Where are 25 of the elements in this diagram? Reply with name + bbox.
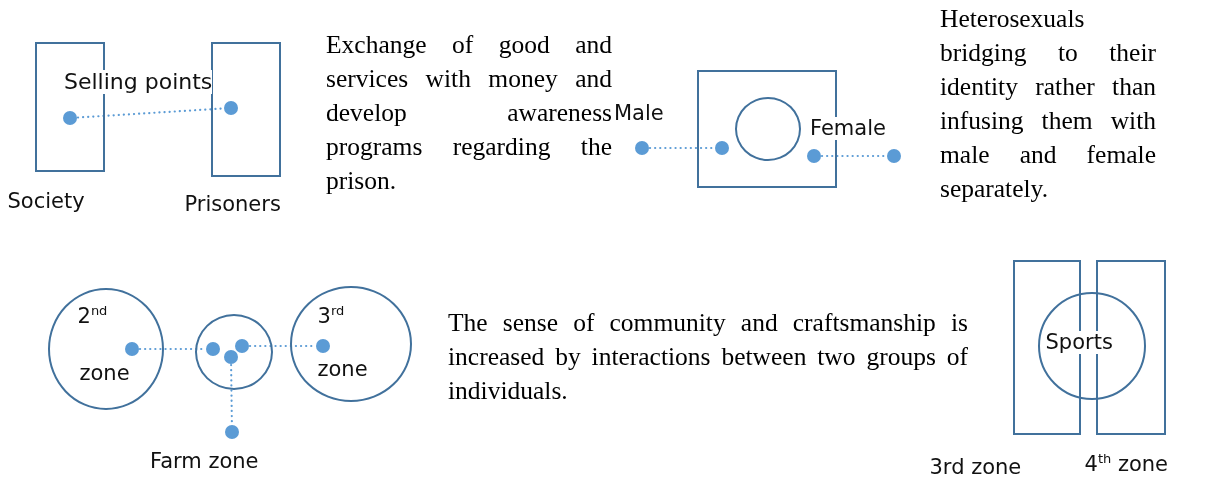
zone-circle [290,286,412,402]
point-dot [124,341,139,356]
point-dot [205,341,220,356]
point-dot [225,425,239,439]
point-dot [223,349,238,364]
zone-circle [1038,292,1146,400]
zone-circle [734,96,801,161]
point-dot [714,140,729,155]
zone-label: Society [7,189,85,213]
edge-label: Selling points [64,70,213,95]
point-label: Female [810,117,886,141]
zone-label: Sports [1045,330,1113,354]
point-dot [806,148,821,163]
zone-circle [195,314,273,390]
point-dot [223,100,238,115]
description-paragraph: Exchange of good and services with money and develop awareness programs regarding the prison. [326,29,612,197]
description-paragraph: Heterosexuals bridging to their identity rather than infusing them with male and female separately. [940,3,1156,205]
point-dot [234,338,249,353]
dotted-connector [76,107,225,119]
description-paragraph: The sense of community and craftsmanship is increased by interactions between two groups of individuals. [448,307,968,407]
point-dot [635,141,649,155]
point-dot [315,338,330,353]
point-dot [887,149,901,163]
zone-circle [48,288,164,410]
point-dot [62,110,77,125]
